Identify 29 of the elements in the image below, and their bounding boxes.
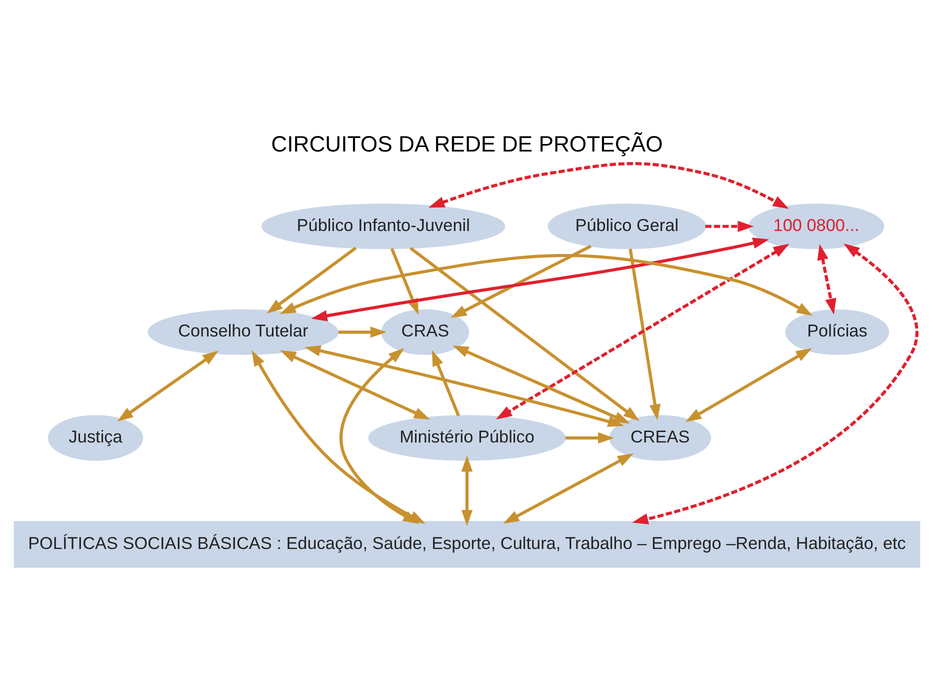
arrow xyxy=(502,452,634,524)
arrow xyxy=(684,348,812,422)
node-ellipse: Público Infanto-Juvenil xyxy=(261,203,505,249)
node-ellipse: Público Geral xyxy=(547,203,706,249)
arrow xyxy=(452,344,630,424)
node-ellipse: CREAS xyxy=(608,414,710,460)
arrow xyxy=(450,244,592,318)
arrow xyxy=(632,243,918,524)
arrow xyxy=(564,432,614,444)
arrow xyxy=(408,246,639,421)
arrow xyxy=(816,243,836,314)
diagram-title: CIRCUITOS DA REDE DE PROTEÇÃO xyxy=(270,131,662,156)
arrow xyxy=(431,350,460,416)
arrow xyxy=(279,350,430,420)
node-box: POLÍTICAS SOCIAIS BÁSICAS : Educação, Saúde, Esporte, Cultura, Trabalho – Emprego –Renda, Habitação, etc xyxy=(13,520,920,568)
arrow xyxy=(495,243,789,419)
arrow xyxy=(338,326,386,338)
node-ellipse: Ministério Público xyxy=(368,414,566,460)
arrow xyxy=(628,248,660,420)
arrow xyxy=(304,344,624,426)
node-ellipse: Polícias xyxy=(784,308,889,354)
arrow xyxy=(704,220,754,232)
node-ellipse: CRAS xyxy=(380,308,469,354)
arrow xyxy=(428,162,788,208)
arrow xyxy=(310,237,768,321)
arrow xyxy=(266,246,356,314)
node-ellipse: Justiça xyxy=(47,414,143,460)
arrow xyxy=(116,350,218,422)
arrow xyxy=(460,455,472,526)
